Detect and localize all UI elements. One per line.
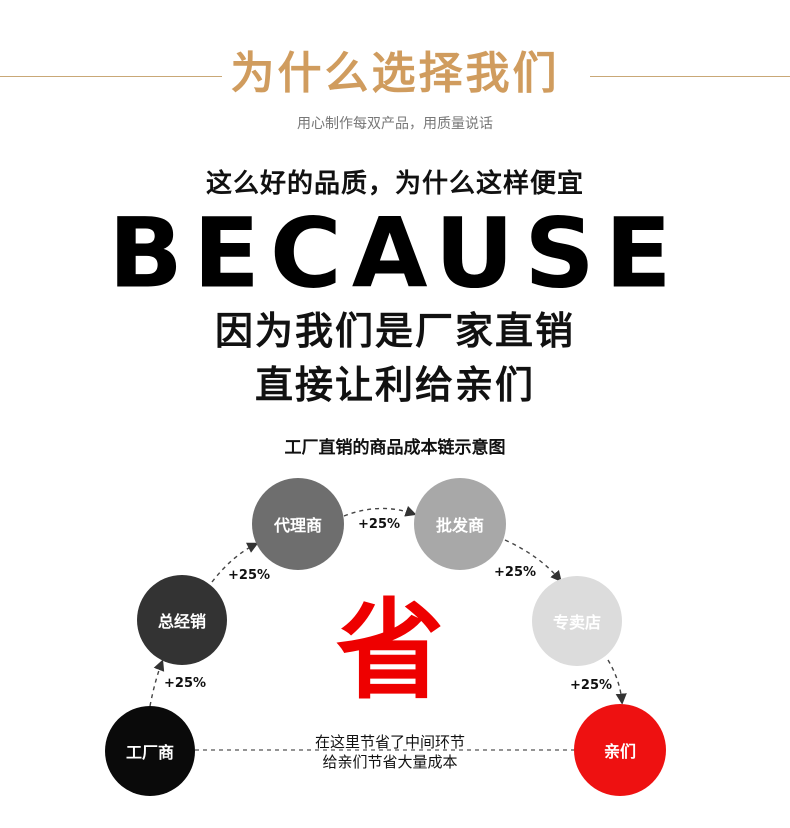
hero-question: 这么好的品质，为什么这样便宜 [205, 169, 584, 199]
node-agent: 代理商 [252, 478, 344, 570]
node-distributor: 总经销 [137, 575, 227, 665]
node-customers-label: 亲们 [603, 742, 636, 761]
markup-label-2: +25% [228, 568, 271, 583]
markup-label-3: +25% [358, 517, 401, 532]
connector-5 [607, 659, 627, 705]
node-factory: 工厂商 [105, 706, 195, 796]
page-subtitle: 用心制作每双产品，用质量说话 [297, 116, 493, 132]
node-agent-label: 代理商 [273, 516, 322, 535]
title-divider-left [0, 76, 222, 77]
reason-line-1: 因为我们是厂家直销 [214, 309, 575, 353]
reason-line-2: 直接让利给亲们 [254, 363, 535, 407]
markup-label-4: +25% [494, 565, 537, 580]
savings-note-line-2: 给亲们节省大量成本 [322, 753, 458, 771]
page-title: 为什么选择我们 [230, 48, 560, 99]
node-store: 专卖店 [532, 576, 622, 666]
title-divider-right [590, 76, 790, 77]
save-character: 省 [335, 589, 444, 714]
node-wholesaler: 批发商 [414, 478, 506, 570]
chain-title: 工厂直销的商品成本链示意图 [284, 438, 506, 458]
node-wholesaler-label: 批发商 [435, 516, 484, 535]
savings-note-line-1: 在这里节省了中间环节 [314, 733, 465, 751]
markup-label-5: +25% [570, 678, 613, 693]
node-customers: 亲们 [574, 704, 666, 796]
connector-3 [343, 505, 417, 517]
because-heading: BECAUSE [108, 198, 682, 310]
node-store-label: 专卖店 [552, 613, 601, 632]
markup-label-1: +25% [164, 676, 207, 691]
node-factory-label: 工厂商 [125, 743, 174, 762]
connector-1 [149, 659, 165, 707]
node-distributor-label: 总经销 [157, 612, 206, 631]
